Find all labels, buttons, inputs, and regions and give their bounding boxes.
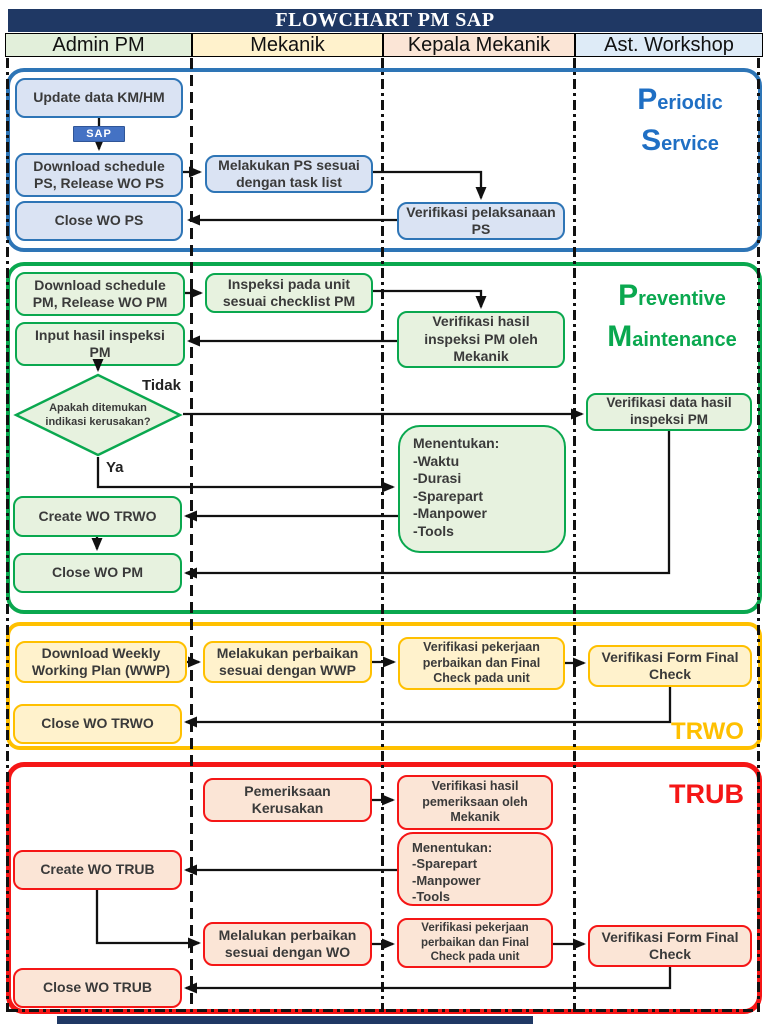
menentukan-line: -Sparepart	[412, 856, 478, 872]
page-footer-bar	[57, 1016, 533, 1024]
section-label-periodic-service: Periodic Service	[605, 80, 755, 161]
node-pemeriksaan-kerusakan: Pemeriksaan Kerusakan	[203, 778, 372, 822]
menentukan-line: -Tools	[412, 888, 451, 904]
node-melakukan-ps: Melakukan PS sesuai dengan task list	[205, 155, 373, 193]
section-label-line: Maintenance	[607, 319, 737, 353]
section-label-trub: TRUB	[669, 779, 744, 809]
lane-divider-2	[381, 58, 384, 1012]
column-header-kepala-mekanik: Kepala Mekanik	[383, 33, 575, 57]
menentukan-line: -Waktu	[413, 452, 460, 469]
menentukan-line: -Manpower	[412, 872, 481, 888]
node-input-hasil-inspeksi: Input hasil inspeksi PM	[15, 322, 185, 366]
node-download-wwp: Download Weekly Working Plan (WWP)	[15, 641, 187, 683]
menentukan-line: -Sparepart	[413, 487, 484, 504]
column-header-ast-workshop: Ast. Workshop	[575, 33, 763, 57]
lane-border-left	[6, 58, 9, 1012]
menentukan-line: Menentukan:	[412, 840, 493, 855]
menentukan-line: -Tools	[413, 522, 454, 539]
decision-indikasi-kerusakan: Apakah ditemukan indikasi kerusakan?	[13, 373, 183, 457]
menentukan-line: Menentukan:	[413, 435, 500, 451]
node-melakukan-perbaikan-wwp: Melakukan perbaikan sesuai dengan WWP	[203, 641, 372, 683]
node-download-schedule-pm: Download schedule PM, Release WO PM	[15, 272, 185, 316]
node-melalukan-perbaikan-wo: Melalukan perbaikan sesuai dengan WO	[203, 922, 372, 966]
decision-diamond-shape	[13, 373, 183, 457]
menentukan-line: -Durasi	[413, 470, 462, 486]
section-label-line: Preventive	[618, 279, 726, 312]
node-menentukan-pm: Menentukan: -Waktu -Durasi -Sparepart -M…	[398, 425, 566, 553]
node-verifikasi-pekerjaan-trwo: Verifikasi pekerjaan perbaikan dan Final…	[398, 637, 565, 690]
node-close-wo-trub: Close WO TRUB	[13, 968, 182, 1008]
node-close-wo-ps: Close WO PS	[15, 201, 183, 241]
lane-divider-3	[573, 58, 576, 1012]
section-label-trwo: TRWO	[671, 718, 744, 745]
node-close-wo-trwo: Close WO TRWO	[13, 704, 182, 744]
section-label-line: Service	[641, 123, 719, 157]
node-download-schedule-ps: Download schedule PS, Release WO PS	[15, 153, 183, 197]
node-verifikasi-form-final-trwo: Verifikasi Form Final Check	[588, 645, 752, 687]
decision-text: Apakah ditemukan indikasi kerusakan?	[45, 401, 151, 428]
node-inspeksi-unit: Inspeksi pada unit sesuai checklist PM	[205, 273, 373, 313]
label-ya: Ya	[106, 459, 124, 476]
node-create-wo-trwo: Create WO TRWO	[13, 496, 182, 537]
section-label-line: Periodic	[637, 83, 723, 116]
node-verifikasi-pelaksanaan-ps: Verifikasi pelaksanaan PS	[397, 202, 565, 240]
menentukan-line: -Manpower	[413, 505, 487, 521]
lane-border-right	[757, 58, 760, 1012]
node-verifikasi-pekerjaan-trub: Verifikasi pekerjaan perbaikan dan Final…	[397, 918, 553, 968]
node-menentukan-trub: Menentukan: -Sparepart -Manpower -Tools	[397, 832, 553, 906]
column-header-mekanik: Mekanik	[192, 33, 383, 57]
table-border-bottom	[8, 1009, 760, 1012]
sap-badge: SAP	[73, 126, 125, 142]
node-verifikasi-form-final-trub: Verifikasi Form Final Check	[588, 925, 752, 967]
node-verifikasi-data-hasil: Verifikasi data hasil inspeksi PM	[586, 393, 752, 431]
node-verifikasi-hasil-inspeksi: Verifikasi hasil inspeksi PM oleh Mekani…	[397, 311, 565, 368]
label-tidak: Tidak	[142, 377, 181, 394]
node-create-wo-trub: Create WO TRUB	[13, 850, 182, 890]
node-close-wo-pm: Close WO PM	[13, 553, 182, 593]
node-verifikasi-hasil-pemeriksaan: Verifikasi hasil pemeriksaan oleh Mekani…	[397, 775, 553, 830]
page-title: FLOWCHART PM SAP	[8, 9, 762, 32]
lane-divider-1	[190, 58, 193, 1012]
column-header-admin-pm: Admin PM	[5, 33, 192, 57]
section-label-preventive-maintenance: Preventive Maintenance	[588, 276, 756, 357]
node-update-data-kmhm: Update data KM/HM	[15, 78, 183, 118]
